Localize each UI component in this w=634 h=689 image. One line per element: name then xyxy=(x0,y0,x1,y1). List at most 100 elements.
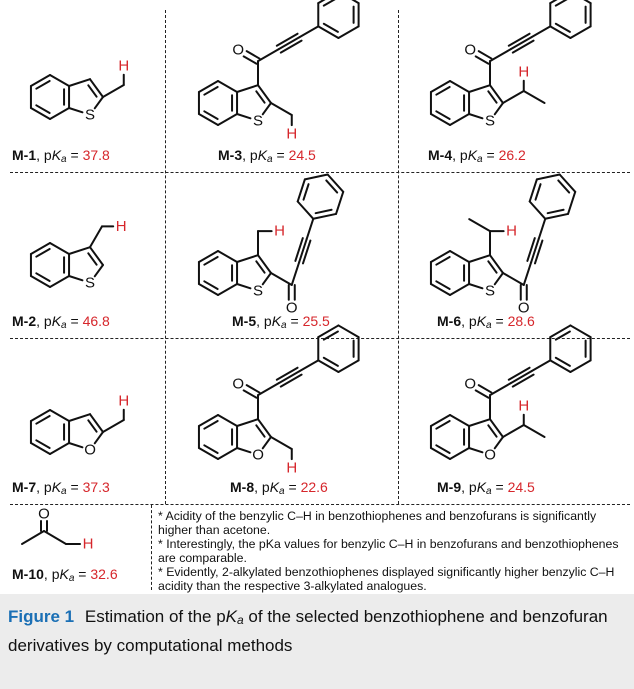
bond xyxy=(217,113,239,126)
bond xyxy=(317,359,340,374)
bond xyxy=(277,36,301,51)
bond xyxy=(544,212,570,220)
bond xyxy=(509,370,533,385)
bond xyxy=(261,435,272,450)
bond xyxy=(449,283,471,296)
double-bond xyxy=(87,252,98,266)
bond xyxy=(257,48,280,63)
hydrogen-atom-label: H xyxy=(116,218,127,235)
bond xyxy=(530,238,540,264)
bond xyxy=(197,80,219,93)
oxygen-atom-label: O xyxy=(518,299,530,316)
compound-label-m3: M-3, pKa = 24.5 xyxy=(218,147,316,165)
bond xyxy=(317,25,340,40)
bond xyxy=(528,200,547,220)
double-bond xyxy=(477,50,493,60)
double-bond xyxy=(242,55,258,65)
bond xyxy=(530,359,552,373)
bond xyxy=(317,324,340,339)
double-bond xyxy=(245,384,261,394)
bond xyxy=(449,414,471,427)
double-bond xyxy=(554,0,568,7)
bond xyxy=(429,250,451,263)
bond xyxy=(549,25,572,40)
bond xyxy=(217,447,239,460)
bond xyxy=(236,283,252,290)
bond xyxy=(468,447,484,454)
double-bond xyxy=(255,260,266,274)
note: * Acidity of the benzylic C–H in benzoth… xyxy=(158,509,597,537)
bond xyxy=(257,254,272,274)
hydrogen-atom-label: H xyxy=(518,397,529,414)
bond xyxy=(261,271,272,286)
caption-text: Figure 1 Estimation of the pKa of the se… xyxy=(8,607,608,655)
bond xyxy=(43,530,67,545)
compound-label-m8: M-8, pKa = 22.6 xyxy=(230,479,328,497)
bond xyxy=(489,418,504,438)
bond xyxy=(501,271,525,286)
bond xyxy=(468,418,492,427)
double-bond xyxy=(87,84,98,98)
bond xyxy=(93,95,104,110)
bond xyxy=(501,423,525,438)
grid-divider xyxy=(10,504,630,505)
bond xyxy=(101,83,125,98)
double-bond xyxy=(557,179,571,194)
sulfur-atom-label: S xyxy=(85,274,95,291)
bond xyxy=(49,442,71,455)
bond xyxy=(197,447,219,460)
bond xyxy=(89,225,104,249)
bond xyxy=(489,84,504,104)
bond xyxy=(449,250,471,263)
double-bond xyxy=(242,389,258,399)
bond xyxy=(236,254,260,263)
bond xyxy=(569,324,592,339)
bond xyxy=(535,173,561,181)
bond xyxy=(468,84,492,93)
double-bond xyxy=(87,419,98,433)
bond xyxy=(522,423,546,438)
double-bond xyxy=(546,208,565,215)
sulfur-atom-label: S xyxy=(253,282,263,299)
compound-label-m7: M-7, pKa = 37.3 xyxy=(12,479,110,497)
bond xyxy=(429,283,451,296)
bond xyxy=(21,530,45,545)
triple-bond xyxy=(511,373,535,388)
bond xyxy=(493,271,504,286)
bond xyxy=(89,246,104,266)
bond xyxy=(257,382,280,397)
bond xyxy=(68,107,84,114)
bond xyxy=(217,414,239,427)
bond xyxy=(29,74,51,87)
grid-divider xyxy=(165,10,166,504)
bond xyxy=(501,89,525,104)
bond xyxy=(522,89,546,104)
bond xyxy=(29,442,51,455)
hydrogen-atom-label: H xyxy=(506,223,517,240)
bond xyxy=(89,78,104,98)
bond xyxy=(583,0,592,5)
bond xyxy=(29,275,51,288)
sulfur-atom-label: S xyxy=(485,112,495,129)
bond xyxy=(261,101,272,116)
double-bond xyxy=(203,280,219,291)
bond xyxy=(305,217,315,241)
double-bond xyxy=(203,419,219,430)
double-bond xyxy=(35,79,51,90)
bond xyxy=(522,261,533,286)
double-bond xyxy=(487,90,498,104)
bond xyxy=(217,80,239,93)
bond xyxy=(569,359,592,374)
bond xyxy=(493,435,504,450)
bond xyxy=(298,238,308,264)
double-bond xyxy=(435,110,451,121)
double-bond xyxy=(487,424,498,438)
bond xyxy=(68,275,84,282)
bond xyxy=(449,80,471,93)
bond xyxy=(49,275,71,288)
compound-label-m4: M-4, pKa = 26.2 xyxy=(428,147,526,165)
bond xyxy=(269,271,293,286)
double-bond xyxy=(322,356,339,367)
bond xyxy=(489,382,512,397)
bond xyxy=(236,113,252,120)
